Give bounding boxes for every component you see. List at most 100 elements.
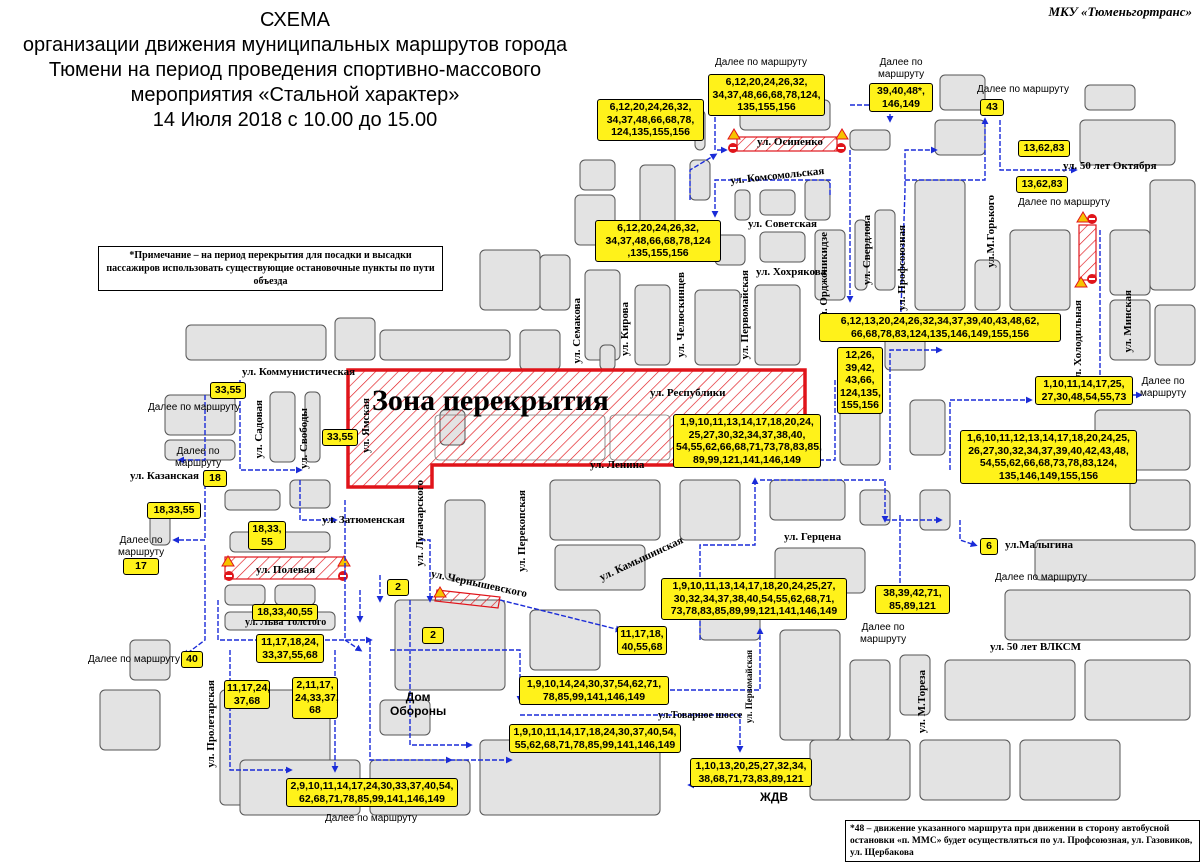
- route-box: 6,12,20,24,26,32, 34,37,48,66,68,78, 124…: [597, 99, 704, 141]
- further-label: Далее по маршруту: [1140, 376, 1187, 399]
- street-pervomayskaya: ул. Первомайская: [739, 270, 751, 360]
- street-malygina: ул.Малыгина: [1005, 539, 1074, 551]
- street-perekopskaya: ул. Перекопская: [516, 490, 528, 572]
- route-arrow: [905, 117, 989, 181]
- street-khokhryakova: ул. Хохрякова: [756, 266, 827, 278]
- route-box: 13,62,83: [1018, 140, 1070, 157]
- street-sovetskaya: ул. Советская: [748, 218, 817, 230]
- route-box: 2,9,10,11,14,17,24,30,33,37,40,54, 62,68…: [286, 778, 458, 807]
- route-box: 18,33,40,55: [252, 604, 318, 621]
- closed-segments: [224, 136, 1097, 609]
- further-label: Далее по маршруту: [878, 57, 925, 80]
- route-arrow: [699, 477, 759, 640]
- route-box: 11,17,24, 37,68: [224, 680, 270, 709]
- route-box: 18: [203, 470, 227, 487]
- street-osipenko: ул. Осипенко: [757, 136, 823, 148]
- route-box: 33,55: [322, 429, 358, 446]
- street-m-toreza: ул. М.Тореза: [916, 670, 928, 734]
- route-arrow: [409, 600, 473, 749]
- route-box: 6,12,20,24,26,32, 34,37,48,66,68,78,124 …: [595, 220, 721, 262]
- route-arrow: [172, 470, 206, 544]
- route-arrow: [760, 479, 889, 523]
- route-arrow: [520, 714, 744, 753]
- route-box: 1,10,11,14,17,25, 27,30,48,54,55,73: [1035, 376, 1133, 405]
- street-kazanskaya: ул. Казанская: [130, 470, 199, 482]
- route-arrow: [239, 380, 303, 474]
- further-label: Далее по маршруту: [175, 446, 222, 469]
- street-kommunisticheskaya: ул. Коммунистическая: [242, 366, 356, 378]
- street-zatyumenskaya: ул. Затюменская: [322, 514, 405, 526]
- route-box: 33,55: [210, 382, 246, 399]
- route-box: 1,9,10,11,14,17,18,24,30,37,40,54, 55,62…: [509, 724, 681, 753]
- route-box: 18,33,55: [147, 502, 201, 519]
- route-box: 6,12,13,20,24,26,32,34,37,39,40,43,48,62…: [819, 313, 1061, 342]
- street-lva-tolstogo: ул. Льва Толстого: [245, 617, 327, 628]
- zone-inner-block: [609, 414, 671, 461]
- route-arrow: [959, 520, 978, 547]
- route-arrow: [711, 179, 831, 218]
- street-minskaya: ул. Минская: [1122, 290, 1134, 353]
- street-polevaya: ул. Полевая: [256, 564, 316, 576]
- route-box: 11,17,18,24, 33,37,55,68: [256, 634, 324, 663]
- street-tovarnoe-shosse: ул.Товарное шоссе: [658, 710, 743, 721]
- route-box: 38,39,42,71, 85,89,121: [875, 585, 950, 614]
- route-box: 2,11,17, 24,33,37, 68: [292, 677, 339, 719]
- street-sverdlova: ул. Свердлова: [861, 215, 873, 286]
- zone-inner-block: [434, 414, 606, 461]
- note-box: *Примечание – на период перекрытия для п…: [98, 246, 443, 291]
- route-box: 1,10,13,20,25,27,32,34, 38,68,71,73,83,8…: [690, 758, 812, 787]
- street-chelyuskintsev: ул. Челюскинцев: [675, 272, 687, 358]
- street-respubliki: ул. Республики: [650, 387, 726, 399]
- route-box: 12,26, 39,42, 43,66, 124,135, 155,156: [837, 347, 883, 414]
- road-works-sign-icon: [221, 128, 1090, 598]
- route-box: 1,9,10,11,13,14,17,18,20,24,25,27, 30,32…: [661, 578, 847, 620]
- route-box: 13,62,83: [1016, 176, 1068, 193]
- route-arrow: [344, 500, 363, 652]
- street-kholodilnaya: ул. Холодильная: [1072, 300, 1084, 383]
- route-box: 17: [123, 558, 159, 575]
- zone-label: Зона перекрытия: [372, 384, 609, 417]
- landmark-dom-oborony: Дом Обороны: [390, 690, 447, 718]
- further-label: Далее по маршруту: [977, 84, 1069, 95]
- street-sadovaya: ул. Садовая: [253, 400, 265, 459]
- further-label: Далее по маршруту: [860, 622, 907, 645]
- further-label: Далее по маршруту: [325, 813, 417, 824]
- street-svobody: ул. Свободы: [298, 408, 310, 469]
- route-arrow: [299, 480, 338, 524]
- route-box: 2: [387, 579, 409, 596]
- route-box: 1,6,10,11,12,13,14,17,18,20,24,25, 26,27…: [960, 430, 1137, 484]
- route-box: 6,12,20,24,26,32, 34,37,48,66,68,78,124,…: [708, 74, 825, 116]
- page-title: СХЕМА организации движения муниципальных…: [22, 9, 568, 131]
- further-label: Далее по маршруту: [148, 402, 240, 413]
- street-profsoyuznaya: ул. Профсоюзная: [896, 225, 908, 311]
- route-box: 1,9,10,14,24,30,37,54,62,71, 78,85,99,14…: [519, 676, 669, 705]
- route-arrow: [182, 545, 206, 657]
- street-ordzhonikidze: ул. Орджоникидзе: [818, 232, 830, 323]
- footnote-box: *48 – движение указанного маршрута при д…: [845, 820, 1200, 862]
- route-arrow: [899, 146, 938, 341]
- further-label: Далее по маршруту: [118, 535, 165, 558]
- further-label: Далее по маршруту: [715, 57, 807, 68]
- route-arrow: [670, 627, 764, 691]
- route-arrow: [949, 396, 1033, 470]
- route-box: 2: [422, 627, 444, 644]
- route-arrow: [999, 120, 1078, 174]
- landmark-zhdv: ЖДВ: [760, 790, 789, 804]
- street-lunacharskogo: ул. Луначарского: [414, 480, 426, 567]
- route-arrow: [420, 539, 434, 603]
- route-box: 11,17,18, 40,55,68: [617, 626, 667, 655]
- route-box: 6: [980, 538, 998, 555]
- street-lenina: ул. Ленина: [590, 459, 645, 471]
- further-label: Далее по маршруту: [1018, 197, 1110, 208]
- route-box: 43: [980, 99, 1004, 116]
- further-label: Далее по маршруту: [995, 572, 1087, 583]
- route-box: 39,40,48*, 146,149: [869, 83, 933, 112]
- route-arrow: [689, 153, 718, 200]
- route-arrow: [889, 346, 943, 470]
- route-arrow: [714, 110, 728, 154]
- route-box: 18,33, 55: [248, 521, 286, 550]
- street-50-let-oktyabrya: ул. 50 лет Октября: [1063, 160, 1157, 172]
- street-proletarskaya: ул. Пролетарская: [205, 680, 217, 768]
- street-kirova: ул. Кирова: [619, 302, 631, 356]
- organization-name: МКУ «Тюменьгортранс»: [1048, 4, 1192, 19]
